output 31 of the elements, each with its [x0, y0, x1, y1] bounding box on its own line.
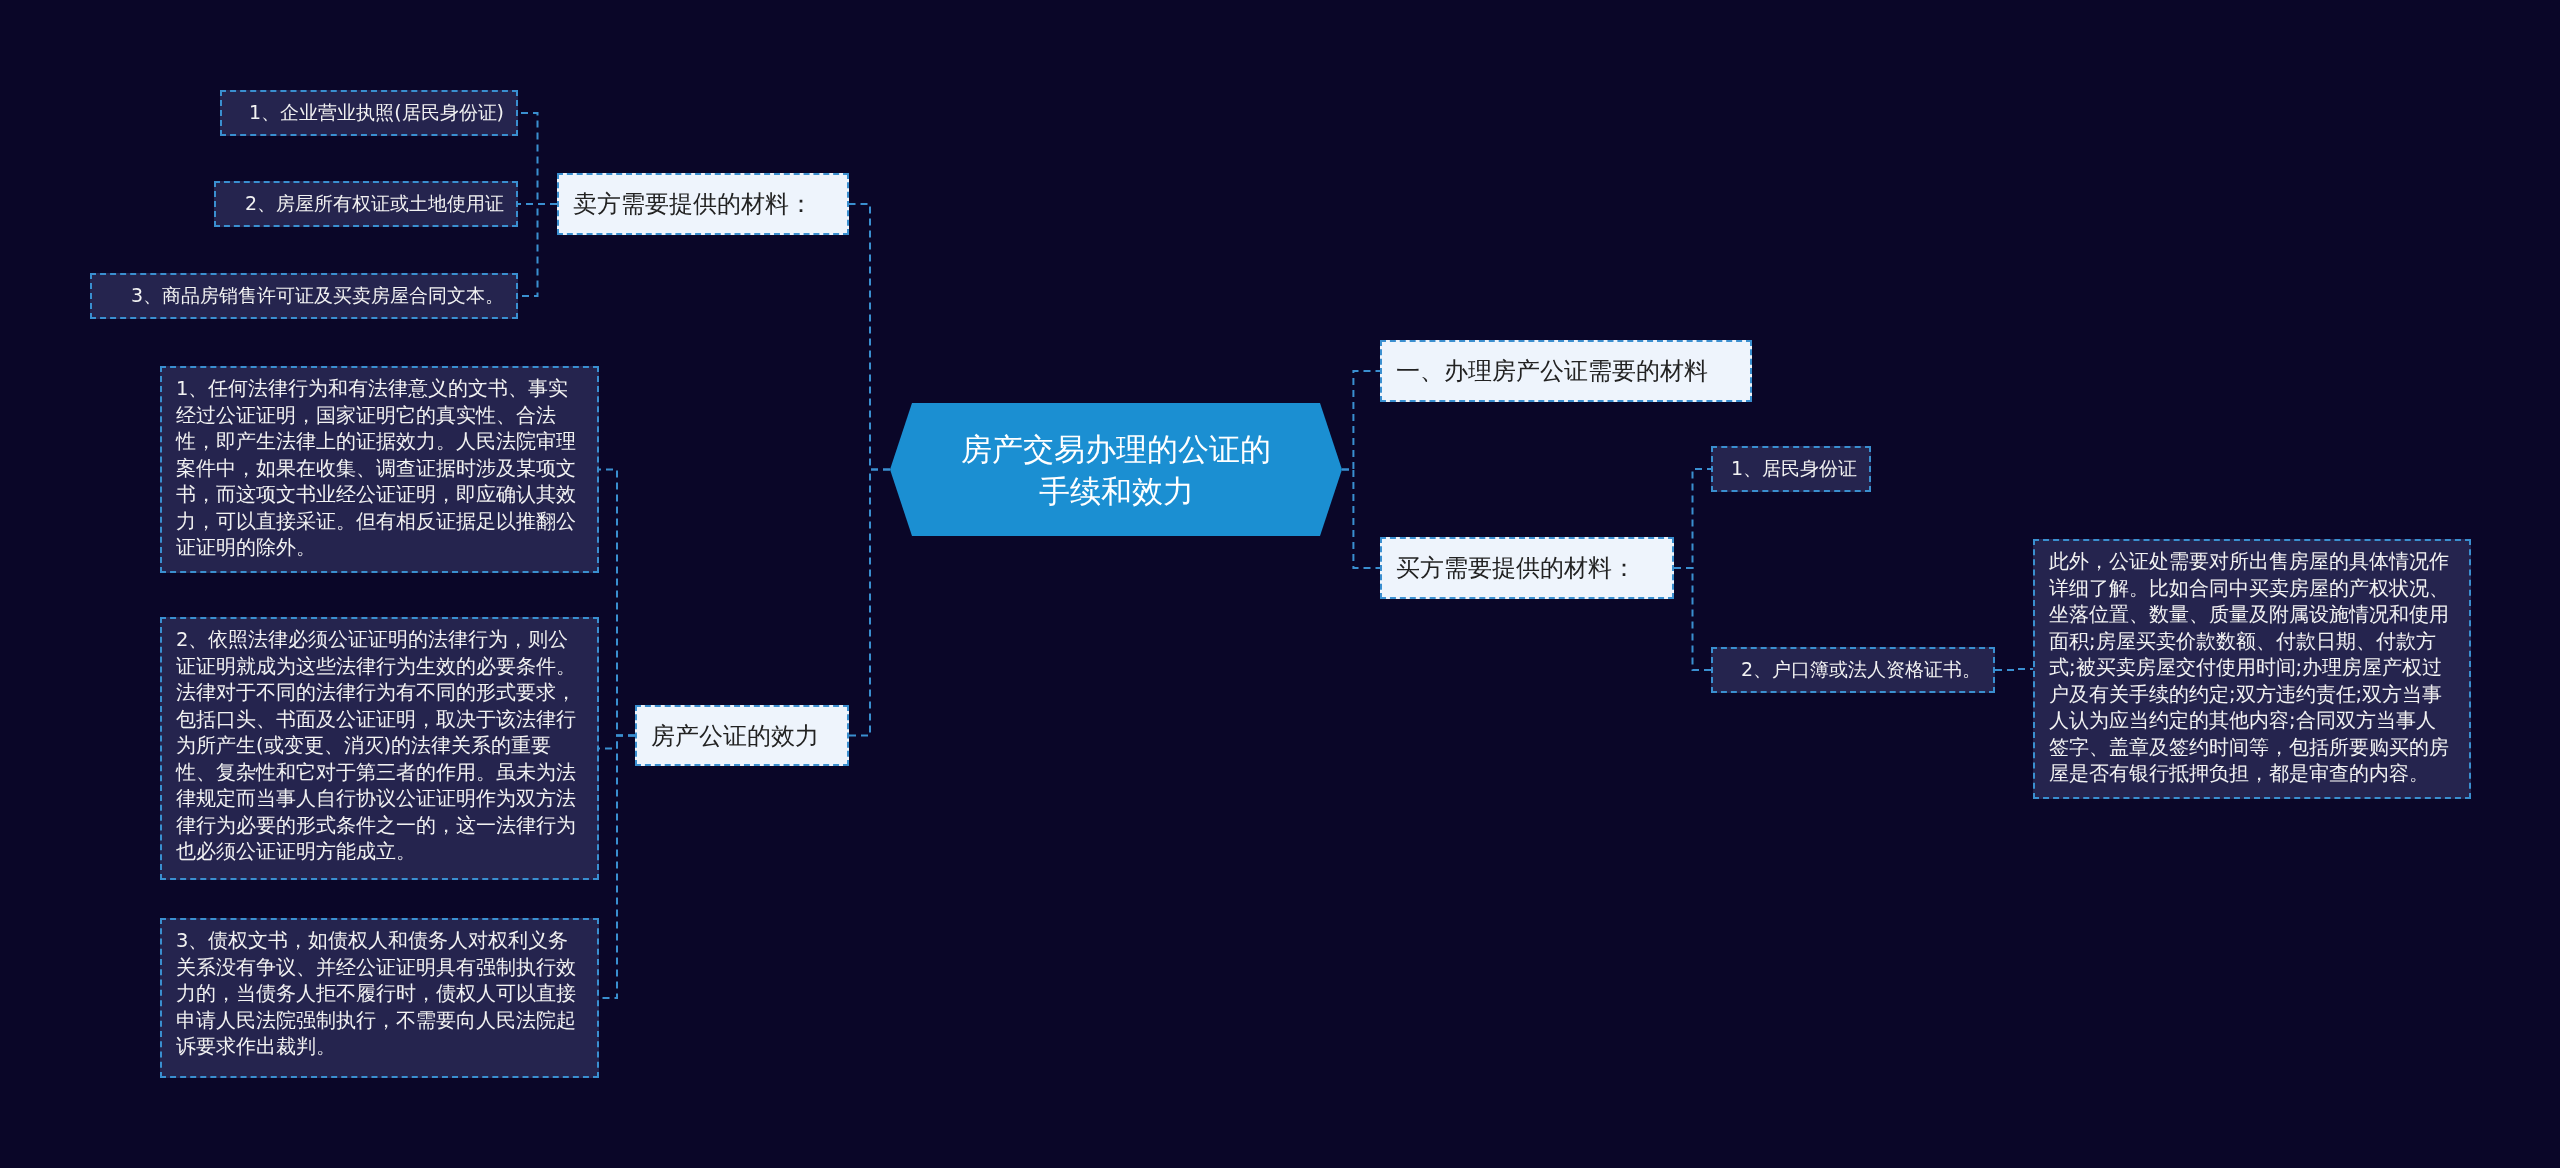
central-topic-title: 房产交易办理的公证的手续和效力 — [960, 429, 1272, 511]
topic-label: 房产公证的效力 — [651, 720, 819, 752]
note-box — [160, 366, 599, 573]
note-box — [2033, 539, 2471, 799]
subtopic-box — [1711, 647, 1995, 693]
topic-box — [635, 705, 849, 766]
note-box — [160, 617, 599, 880]
subtopic-box — [1711, 446, 1871, 492]
topic-box — [1380, 537, 1674, 599]
subtopic-box — [90, 273, 518, 319]
note-text: 此外，公证处需要对所出售房屋的具体情况作详细了解。比如合同中买卖房屋的产权状况、坐落位置、数量、质量及附属设施情况和使用面积;房屋买卖价款数额、付款日期、付款方式;被买卖房屋交付使用时间;办理房屋产权过户及有关手续的约定;双方违约责任;双方当事人认为应当约定的其他内容;合同双方当事人签字、盖章及签约时间等，包括所要购买的房屋是否有银行抵押负担，都是审查的内容。 — [2049, 549, 2450, 787]
topic-box — [1380, 340, 1752, 402]
subtopic-box — [214, 181, 518, 227]
connector-line — [1341, 468, 1381, 569]
note-text: 1、任何法律行为和有法律意义的文书、事实经过公证证明，国家证明它的真实性、合法性，即产生法律上的证据效力。人民法院审理案件中，如果在收集、调查证据时涉及某项文书，而这项文书业经公证证明，即应确认其效力，可以直接采证。但有相反证据足以推翻公证证明的除外。 — [176, 376, 577, 561]
connector-line — [848, 468, 891, 737]
note-text: 2、依照法律必须公证证明的法律行为，则公证证明就成为这些法律行为生效的必要条件。法律对于不同的法律行为有不同的形式要求，包括口头、书面及公证证明，取决于该法律行为所产生(或变更、消灭)的法律关系的重要性、复杂性和它对于第三者的作用。虽未为法律规定而当事人自行协议公证证明作为双方法律行为必要的形式条件之一的，这一法律行为也必须公证证明方能成立。 — [176, 627, 577, 865]
subtopic-box — [220, 90, 518, 136]
topic-label: 卖方需要提供的材料： — [573, 189, 813, 220]
subtopic-label: 2、户口簿或法人资格证书。 — [1740, 657, 1981, 682]
subtopic-label: 2、房屋所有权证或土地使用证 — [244, 191, 504, 216]
subtopic-label: 1、企业营业执照(居民身份证) — [249, 100, 504, 125]
connector-line — [1673, 567, 1712, 671]
subtopic-label: 3、商品房销售许可证及买卖房屋合同文本。 — [130, 283, 504, 308]
subtopic-label: 1、居民身份证 — [1730, 456, 1857, 481]
connector-line — [1994, 668, 2034, 671]
note-box — [160, 918, 599, 1078]
note-text: 3、债权文书，如债权人和债务人对权利义务关系没有争议、并经公证证明具有强制执行效力的，当债务人拒不履行时，债权人可以直接申请人民法院强制执行，不需要向人民法院起诉要求作出裁判。 — [176, 928, 577, 1060]
topic-box — [557, 173, 849, 235]
topic-label: 一、办理房产公证需要的材料 — [1396, 356, 1708, 387]
topic-label: 买方需要提供的材料： — [1396, 553, 1636, 584]
